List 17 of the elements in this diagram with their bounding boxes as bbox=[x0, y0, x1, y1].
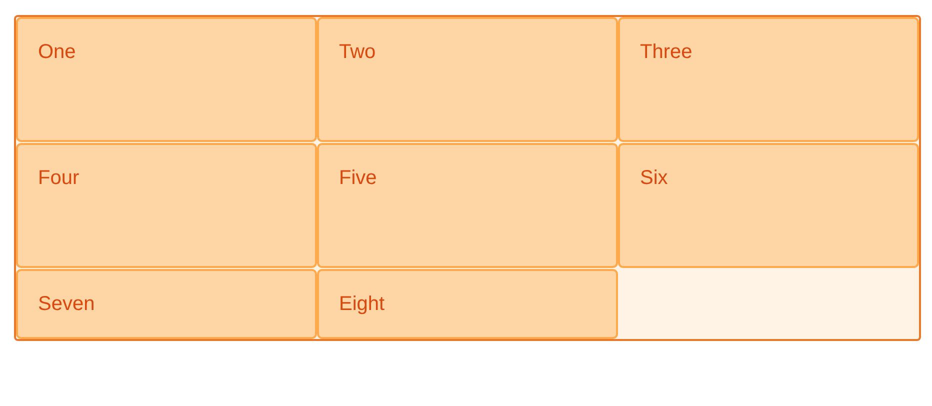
grid-item bbox=[317, 143, 618, 268]
grid-item bbox=[618, 143, 919, 268]
item-label: Six bbox=[640, 166, 668, 190]
item-label: Two bbox=[339, 40, 376, 64]
item-label: Three bbox=[640, 40, 692, 64]
item-label: Five bbox=[339, 166, 377, 190]
item-label: Seven bbox=[38, 292, 95, 316]
grid-item bbox=[16, 143, 317, 268]
grid-item bbox=[16, 17, 317, 142]
grid-item bbox=[618, 17, 919, 142]
item-label: One bbox=[38, 40, 76, 64]
item-label: Four bbox=[38, 166, 80, 190]
grid-item bbox=[317, 269, 618, 339]
grid-container bbox=[14, 15, 921, 341]
item-label: Eight bbox=[339, 292, 385, 316]
grid-item bbox=[317, 17, 618, 142]
grid-item bbox=[16, 269, 317, 339]
